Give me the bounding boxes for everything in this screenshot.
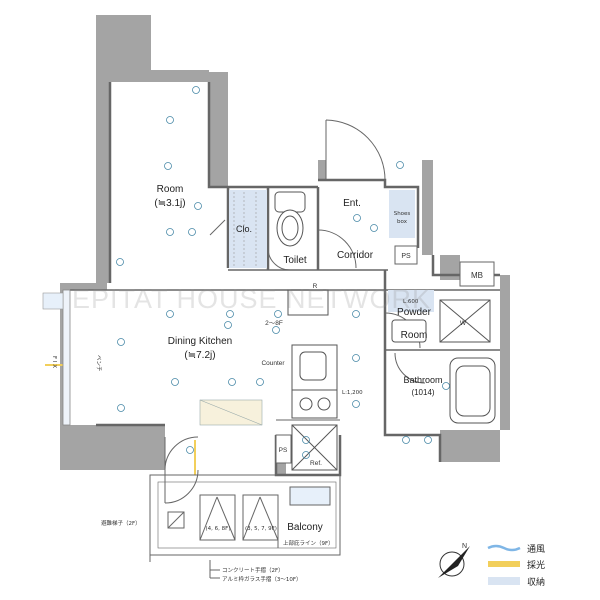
bench-label: ベンチ [95, 355, 102, 372]
powder-room-label-line2: Room [401, 330, 428, 341]
storage-areas [229, 190, 434, 312]
ref-label: Ref. [310, 460, 322, 467]
l1200-label: L:1,200 [342, 390, 363, 396]
room-size: (≒3.1j) [154, 198, 185, 209]
compass-north-label: N [462, 543, 467, 550]
legend-swatch-lighting [488, 561, 520, 567]
legend-swatch-ventilation [487, 544, 521, 552]
upper-limit-label: 上部庇ライン（9F） [283, 539, 334, 547]
washer-w-label: W [460, 320, 467, 327]
balcony-area [149, 474, 341, 579]
interior-walls [70, 82, 500, 477]
bathroom-size: (1014) [411, 388, 434, 397]
closet-hatch [233, 192, 257, 266]
mb-label: MB [471, 271, 483, 280]
l600-label: L:600 [403, 299, 419, 305]
legend-swatch-storage [488, 577, 520, 585]
balcony-option-1: (4, 6, 8F) [206, 526, 231, 532]
ps-top-label: PS [401, 253, 411, 260]
powder-room-label-line1: Powder [397, 307, 432, 318]
legend-label-ventilation: 通風 [527, 544, 545, 555]
counter-label: Counter [261, 360, 285, 367]
legend-label-lighting: 採光 [527, 559, 545, 571]
height-range-label: 2～8F [265, 320, 283, 327]
toilet-label: Toilet [283, 255, 307, 266]
dining-kitchen-name: Dining Kitchen [168, 336, 232, 347]
balcony-label: Balcony [287, 522, 323, 533]
dining-kitchen-size: (≒7.2j) [184, 350, 215, 361]
r-label: R [313, 283, 318, 290]
ventilation-lighting [42, 289, 263, 475]
shoes-box-label-line2: box [397, 219, 408, 225]
corridor-label: Corridor [337, 250, 374, 261]
bathroom-name: Bathroom [403, 375, 442, 385]
evac-ladder-label: 避難梯子（2F） [101, 519, 141, 527]
washbasin [391, 319, 427, 343]
electrical-symbols [116, 86, 450, 459]
handrail-label-1: コンクリート手摺（2F） [222, 566, 284, 574]
handrail-label-2: アルミ枠ガラス手摺（3～10F） [222, 575, 302, 583]
legend-label-storage: 収納 [527, 576, 545, 588]
fix-label: F I X [51, 356, 57, 368]
closet-label: Clo. [236, 224, 252, 234]
north-compass: N [438, 543, 470, 578]
fixtures [274, 191, 496, 471]
legend: 通風 採光 収納 [487, 544, 545, 588]
room-name: Room [157, 184, 184, 195]
watermark: EPITAT HOUSE NETWORK [72, 284, 431, 314]
shoes-box-label-line1: Shoes [394, 211, 411, 217]
balcony-option-2: (3, 5, 7, 9F) [245, 526, 277, 532]
toilet-tank [274, 191, 306, 213]
structural-walls [60, 15, 510, 474]
ps-bottom-label: PS [279, 447, 288, 454]
entrance-label: Ent. [343, 198, 361, 209]
